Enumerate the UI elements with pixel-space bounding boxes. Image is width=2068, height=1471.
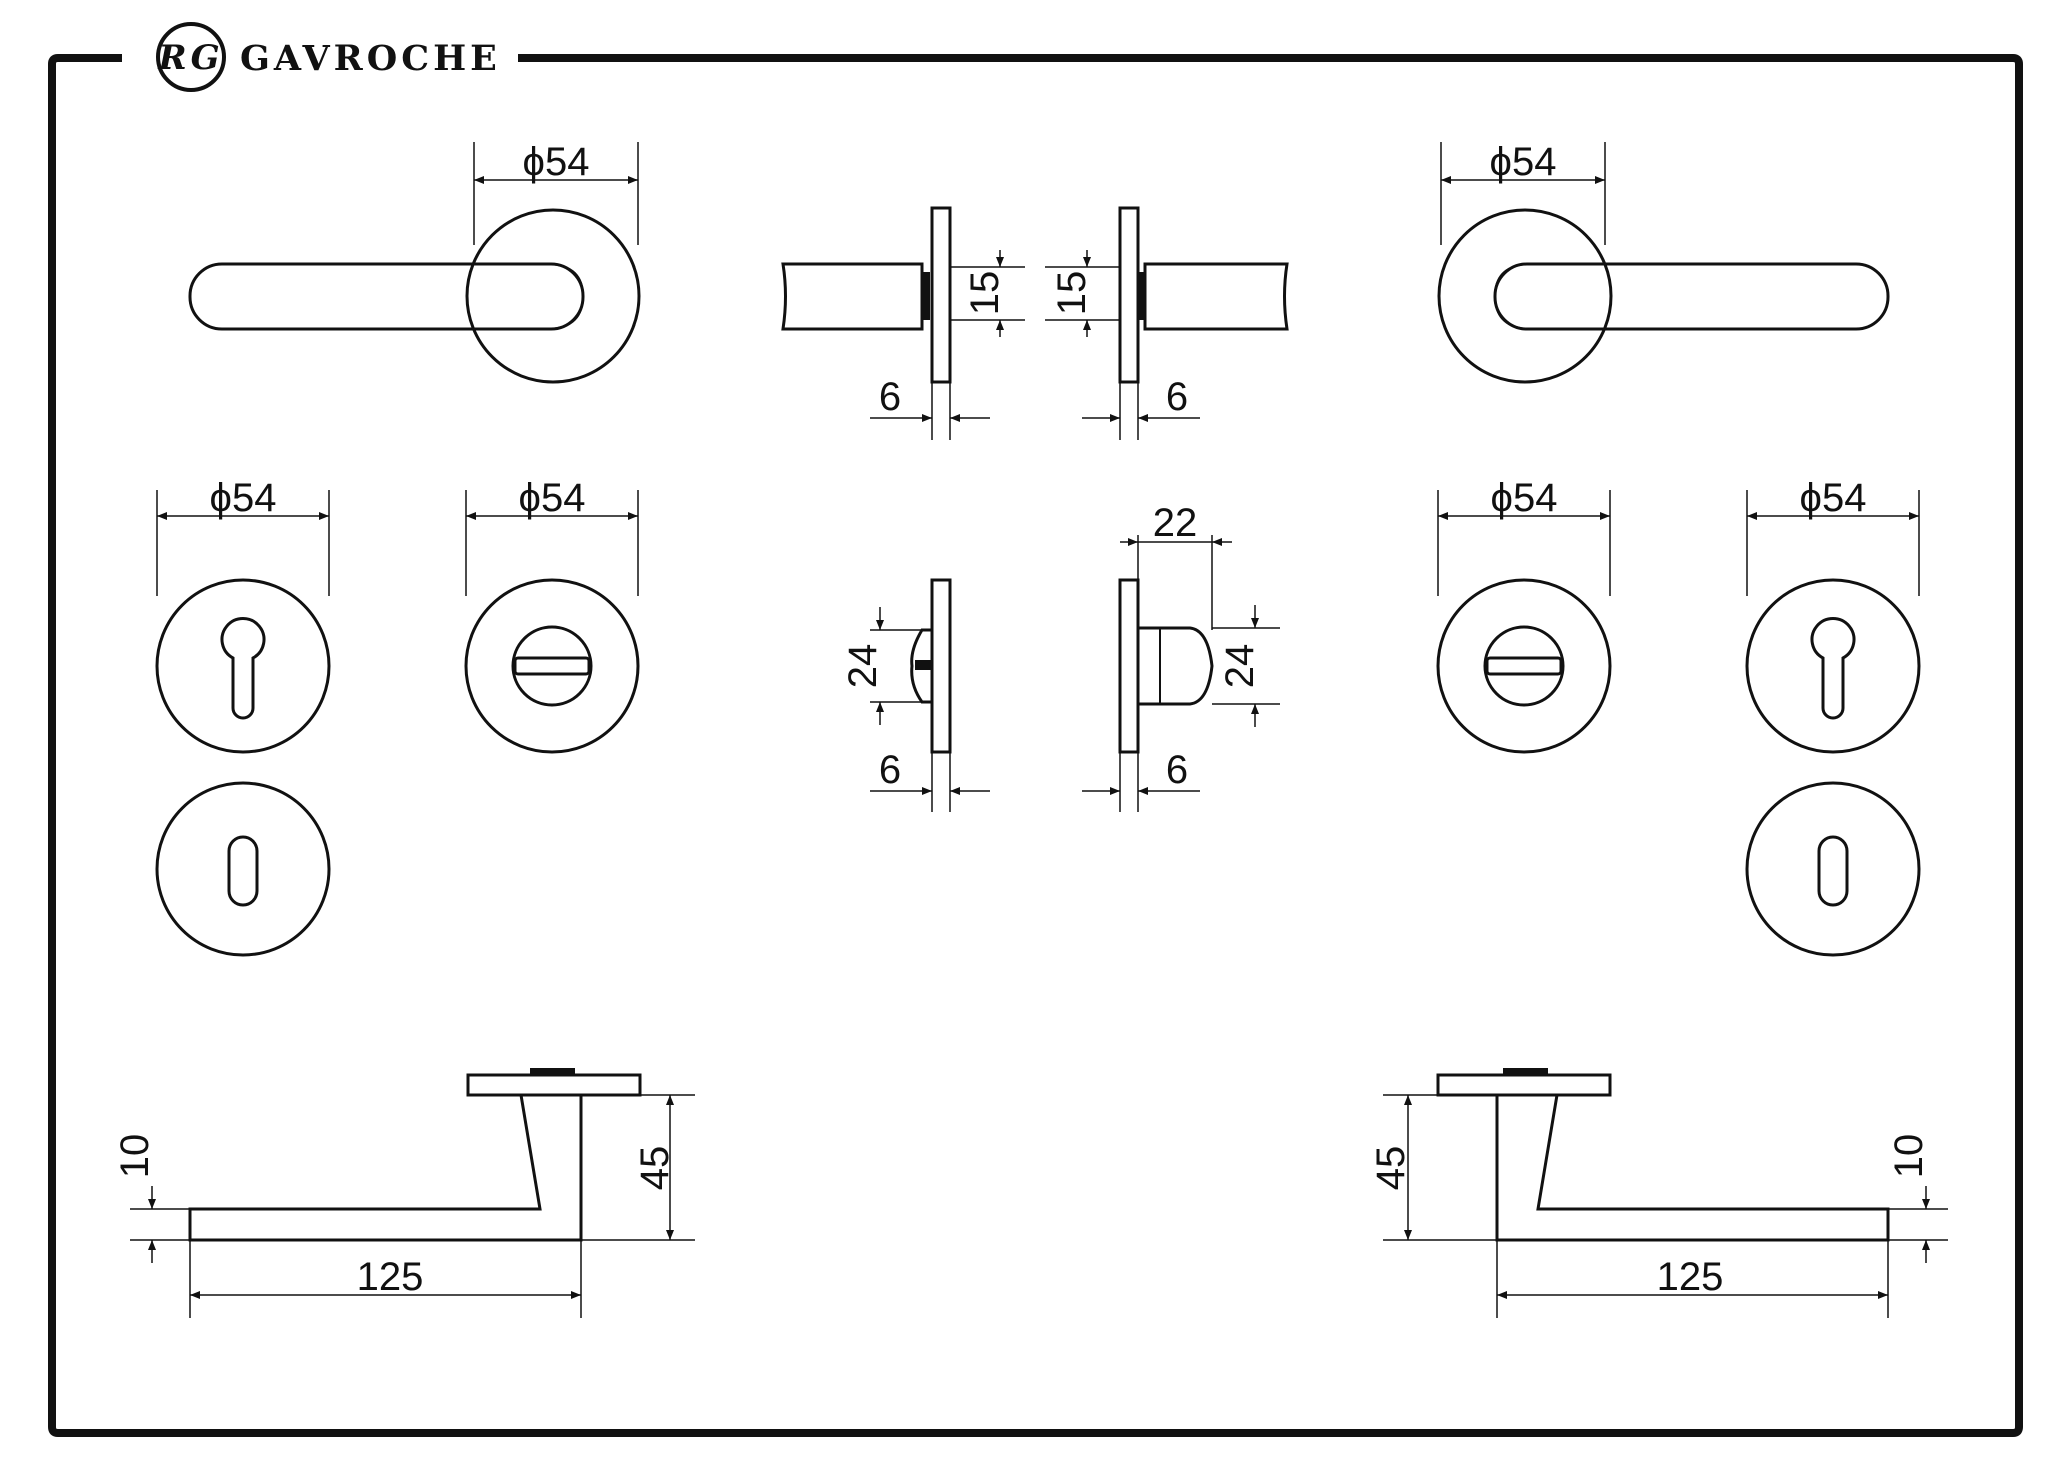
spindle-height-label: 15 xyxy=(1050,271,1094,316)
wc-turn-escutcheon-right: ϕ54 xyxy=(1436,476,1612,754)
brand-logo: RG GAVROCHE xyxy=(156,22,501,92)
rose-diameter-label: ϕ54 xyxy=(519,476,586,520)
turn-height-label: 24 xyxy=(841,644,885,689)
key-escutcheon-right xyxy=(1745,781,1921,957)
key-escutcheon-left xyxy=(155,781,331,957)
rose-diameter-label: ϕ54 xyxy=(523,140,590,184)
rose-diameter-label: ϕ54 xyxy=(1490,140,1557,184)
lever-top-view-right: 45 10 125 xyxy=(1369,1068,1948,1318)
lever-front-view-right: ϕ54 xyxy=(1437,140,1890,384)
turn-height-label: 24 xyxy=(1218,644,1262,689)
monogram-text: RG xyxy=(157,38,223,78)
wc-turn-escutcheon-left: ϕ54 xyxy=(464,476,640,754)
lever-side-view-right: 15 6 xyxy=(1045,206,1289,440)
lever-thickness-label: 10 xyxy=(113,1134,157,1179)
lever-front-view-left: ϕ54 xyxy=(188,140,641,384)
rose-thickness-label: 6 xyxy=(1166,748,1188,792)
rose-diameter-label: ϕ54 xyxy=(1800,476,1867,520)
brand-name: GAVROCHE xyxy=(240,38,501,79)
wc-turn-side-view-left: 24 6 xyxy=(841,578,990,812)
rose-diameter-label: ϕ54 xyxy=(210,476,277,520)
lever-length-label: 125 xyxy=(1657,1255,1724,1299)
wc-turn-side-view-right: 22 24 6 xyxy=(1082,501,1280,812)
rose-thickness-label: 6 xyxy=(879,748,901,792)
monogram-icon xyxy=(156,22,226,92)
lever-thickness-label: 10 xyxy=(1887,1134,1931,1179)
rose-diameter-label: ϕ54 xyxy=(1491,476,1558,520)
lever-projection-label: 45 xyxy=(1369,1146,1413,1191)
lever-length-label: 125 xyxy=(357,1255,424,1299)
rose-thickness-label: 6 xyxy=(1166,375,1188,419)
drawing-frame xyxy=(48,54,2023,1437)
lever-projection-label: 45 xyxy=(633,1146,677,1191)
lever-side-view-left: 15 6 xyxy=(781,206,1025,440)
cylinder-escutcheon-left: ϕ54 xyxy=(155,476,331,754)
cylinder-escutcheon-right: ϕ54 xyxy=(1745,476,1921,754)
lever-top-view-left: 45 10 125 xyxy=(113,1068,695,1318)
turn-width-label: 22 xyxy=(1153,501,1198,545)
rose-thickness-label: 6 xyxy=(879,375,901,419)
spindle-height-label: 15 xyxy=(963,271,1007,316)
